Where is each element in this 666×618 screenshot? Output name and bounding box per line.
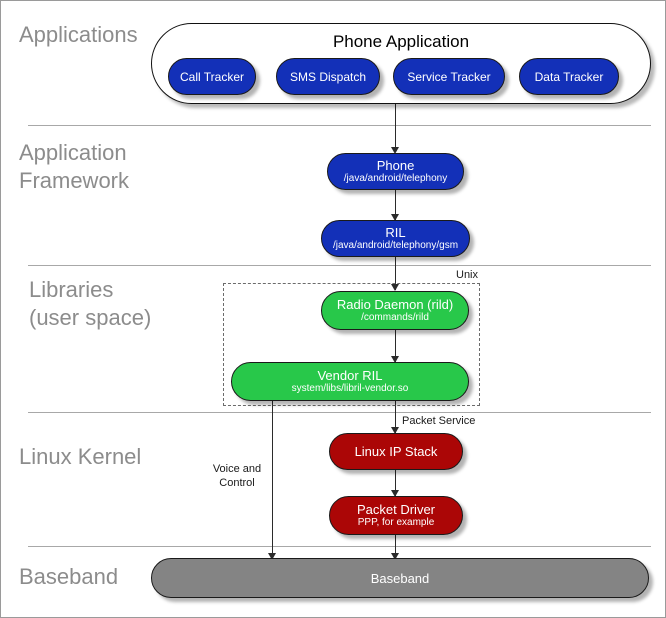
node-title: Baseband [370, 570, 430, 586]
node-subtitle: system/libs/libril-vendor.so [291, 383, 409, 394]
node-baseband[interactable]: Baseband [151, 558, 649, 598]
node-sms-dispatch[interactable]: SMS Dispatch [276, 58, 380, 95]
node-title: SMS Dispatch [289, 69, 367, 84]
node-service-tracker[interactable]: Service Tracker [393, 58, 505, 95]
node-linux-ip-stack[interactable]: Linux IP Stack [329, 433, 463, 470]
layer-label-baseband: Baseband [19, 564, 119, 589]
node-subtitle: PPP, for example [357, 517, 435, 528]
node-radio-daemon[interactable]: Radio Daemon (rild) /commands/rild [321, 291, 469, 330]
node-subtitle: /java/android/telephony [343, 173, 448, 184]
connector-packet-driver-to-baseband [395, 534, 396, 559]
arrowhead-rild-to-vendor-ril [391, 356, 399, 363]
edge-label-packet-service: Packet Service [402, 415, 476, 427]
arrowhead-packet-driver-to-baseband [391, 553, 399, 560]
arrowhead-phone-to-ril [391, 214, 399, 221]
node-data-tracker[interactable]: Data Tracker [519, 58, 619, 95]
unix-boundary-box [223, 283, 480, 406]
layer-label-application-framework: Application Framework [19, 140, 130, 193]
node-title: Packet Driver [356, 502, 436, 517]
arrowhead-apps-to-phone [391, 147, 399, 154]
divider-applications [28, 125, 651, 126]
layer-label-libraries: Libraries (user space) [29, 277, 152, 330]
node-ril[interactable]: RIL /java/android/telephony/gsm [321, 220, 470, 257]
node-title: Service Tracker [407, 69, 491, 84]
connector-apps-to-phone [395, 104, 396, 151]
connector-ip-stack-to-packet-driver [395, 469, 396, 497]
unix-boundary-label: Unix [456, 269, 479, 281]
layer-label-linux-kernel: Linux Kernel [19, 444, 142, 469]
arrowhead-ip-stack-to-packet-driver [391, 490, 399, 497]
node-title: Phone [376, 158, 415, 173]
node-call-tracker[interactable]: Call Tracker [168, 58, 256, 95]
node-title: Call Tracker [179, 69, 244, 84]
node-title: Radio Daemon (rild) [336, 297, 454, 312]
divider-application-framework [28, 265, 651, 266]
arrowhead-vendor-ril-to-ip-stack [391, 427, 399, 434]
edge-label-voice-and-control: Voice and Control [212, 463, 262, 489]
divider-libraries [28, 412, 651, 413]
node-title: Linux IP Stack [354, 444, 438, 459]
node-vendor-ril[interactable]: Vendor RIL system/libs/libril-vendor.so [231, 362, 469, 401]
node-subtitle: /java/android/telephony/gsm [332, 240, 459, 251]
node-phone[interactable]: Phone /java/android/telephony [327, 153, 464, 190]
node-title: RIL [385, 225, 406, 240]
connector-vendor-ril-to-baseband [272, 400, 273, 559]
layer-label-applications: Applications [19, 22, 138, 47]
node-subtitle: /commands/rild [361, 312, 429, 323]
arrowhead-vendor-ril-to-baseband [268, 553, 276, 560]
connector-rild-to-vendor-ril [395, 329, 396, 363]
arrowhead-ril-to-rild [391, 284, 399, 291]
connector-vendor-ril-to-ip-stack [395, 400, 396, 433]
connector-phone-to-ril [395, 189, 396, 221]
divider-linux-kernel [28, 546, 651, 547]
node-title: Vendor RIL [317, 368, 383, 383]
group-title-phone-application: Phone Application [332, 32, 470, 51]
node-packet-driver[interactable]: Packet Driver PPP, for example [329, 496, 463, 535]
node-title: Data Tracker [534, 69, 604, 84]
connector-ril-to-rild [395, 256, 396, 290]
